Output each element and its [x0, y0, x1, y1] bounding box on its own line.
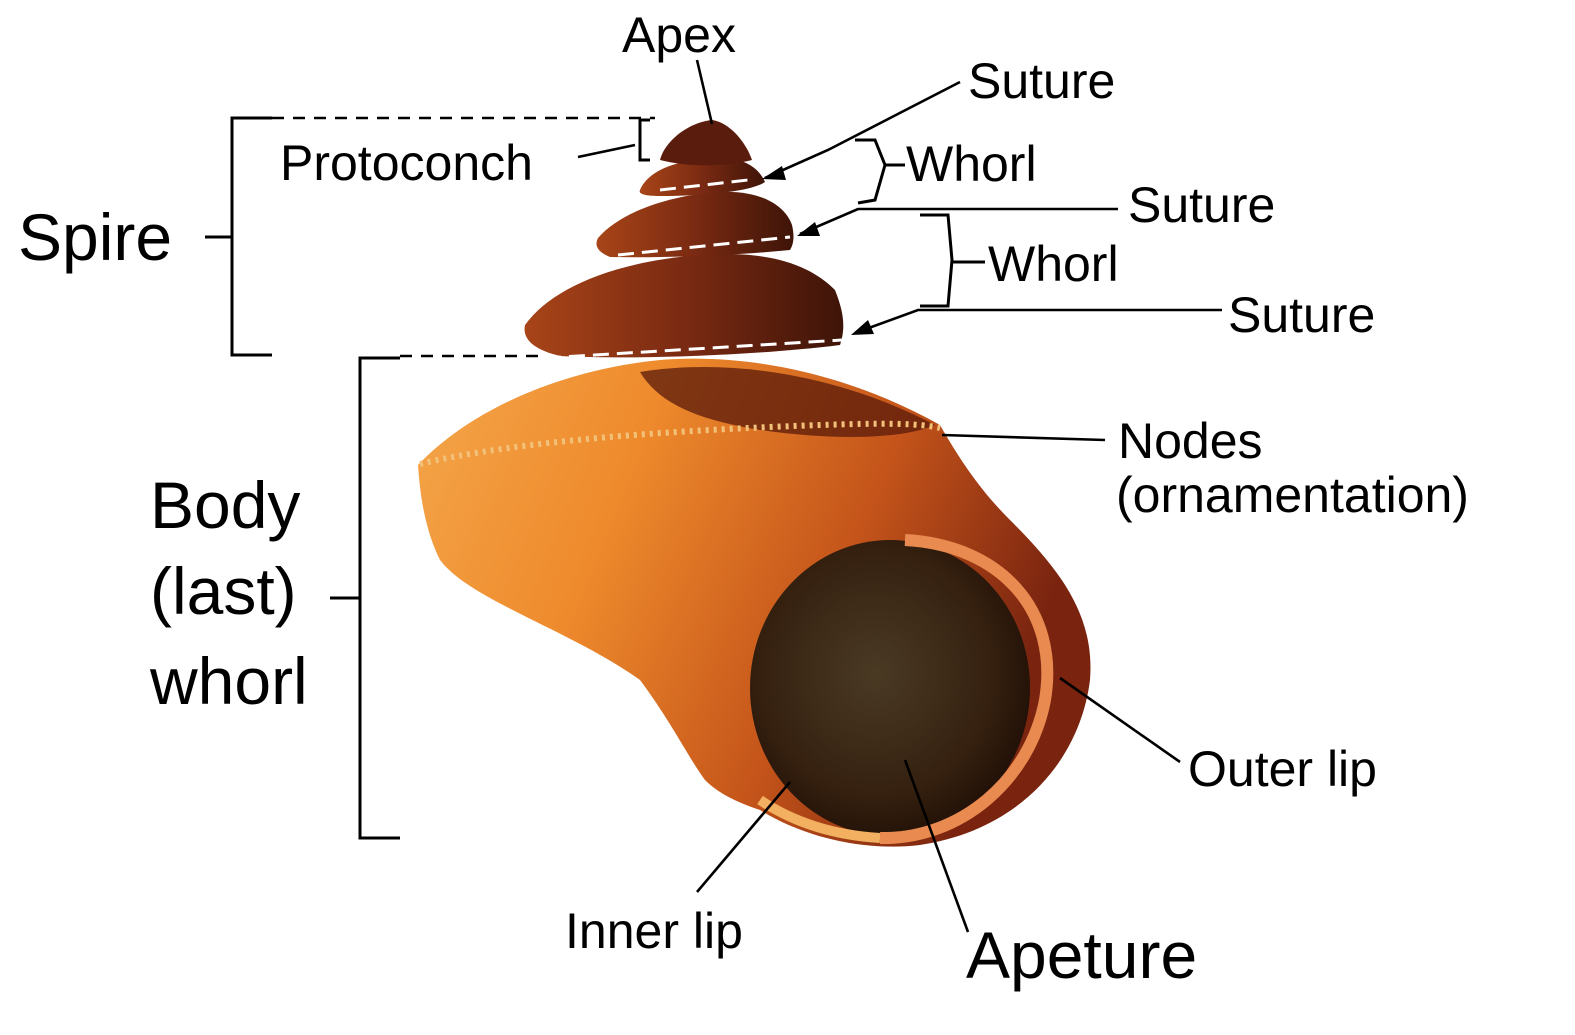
suture-3-leader [854, 308, 1222, 335]
spire-whorl-3 [524, 254, 844, 358]
suture-2-arrowhead [797, 222, 820, 236]
label-nodes-note: (ornamentation) [1116, 467, 1469, 523]
outer-lip-leader [1059, 676, 1181, 764]
whorl-1-bracket [855, 138, 887, 205]
suture-1-arrowhead [762, 166, 786, 180]
suture-line-3 [544, 338, 843, 360]
aperture-opening [750, 540, 1030, 836]
protoconch-shape [660, 120, 752, 166]
nodes-ridge [419, 420, 941, 467]
protoconch-bracket [638, 118, 650, 162]
label-nodes: Nodes [1118, 413, 1263, 469]
shell-illustration [418, 120, 1091, 847]
aperture-leader [903, 759, 970, 933]
label-suture-1: Suture [968, 53, 1115, 109]
suture-3-arrowhead [851, 320, 874, 335]
label-suture-2: Suture [1128, 177, 1275, 233]
label-apex: Apex [622, 7, 736, 63]
label-suture-3: Suture [1228, 287, 1375, 343]
suture-2-leader [799, 207, 1118, 236]
label-body-line3: whorl [149, 644, 308, 718]
nodes-leader [941, 433, 1106, 442]
annotation-labels: Apex Suture Protoconch Whorl Spire Sutur… [18, 7, 1469, 992]
label-body-line1: Body [150, 468, 300, 542]
suture-line-1 [659, 178, 749, 192]
body-whorl-shadow [640, 367, 935, 437]
inner-lip-leader [696, 781, 791, 893]
apex-leader [695, 59, 714, 125]
label-inner-lip: Inner lip [565, 903, 743, 959]
label-spire: Spire [18, 200, 172, 274]
suture-line-2 [617, 235, 791, 257]
annotation-lines [205, 59, 1222, 933]
spire-bracket [230, 116, 272, 357]
label-whorl-1: Whorl [906, 136, 1037, 192]
protoconch-leader [577, 143, 636, 159]
label-body-line2: (last) [150, 554, 297, 628]
body-bracket [358, 356, 400, 840]
spire-whorl-1 [639, 157, 765, 196]
label-whorl-2: Whorl [988, 236, 1119, 292]
label-aperture: Apeture [966, 918, 1197, 992]
label-outer-lip: Outer lip [1188, 741, 1377, 797]
label-protoconch: Protoconch [280, 135, 533, 191]
outer-lip-rim [879, 534, 1054, 845]
whorl-2-bracket [920, 213, 954, 308]
suture-1-leader [764, 80, 961, 180]
